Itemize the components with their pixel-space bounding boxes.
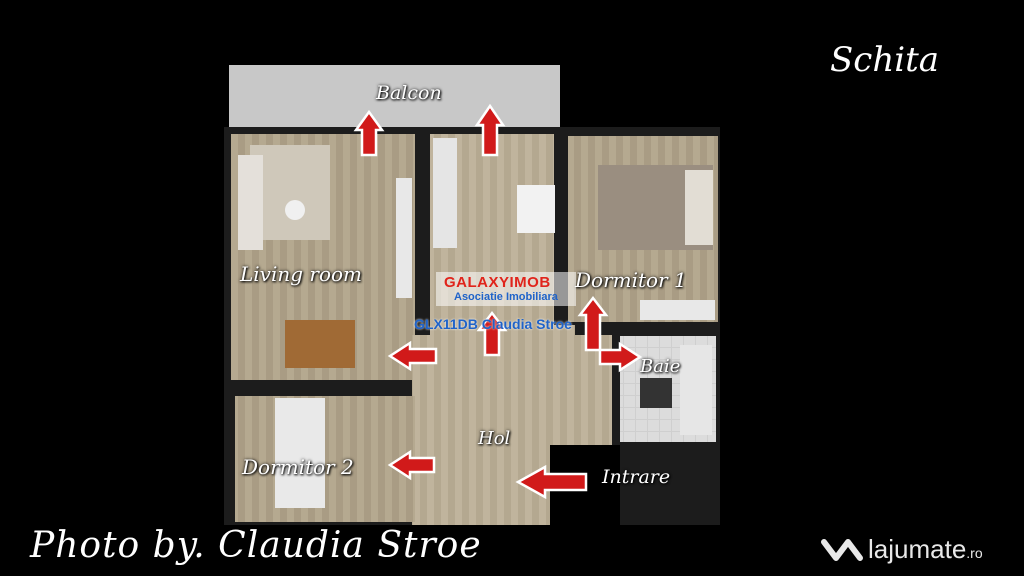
lajumate-suffix: .ro — [966, 545, 983, 561]
agent-watermark: GLX11DB Claudia Stroe — [414, 316, 572, 332]
living-cabinet — [396, 178, 412, 298]
room-label-intrare: Intrare — [602, 466, 671, 488]
lajumate-heart-icon — [821, 539, 863, 561]
arrows-group — [353, 103, 643, 500]
arrow-up-kitchen — [476, 310, 508, 357]
room-label-balcon: Balcon — [376, 82, 442, 104]
sketch-title: Schita — [830, 40, 940, 80]
brand-part1: GALAXY — [444, 274, 510, 291]
living-sofa — [238, 155, 263, 250]
photo-credit: Photo by. Claudia Stroe — [30, 525, 482, 566]
arrow-up-bedroom1 — [577, 295, 609, 352]
room-label-dormitor2: Dormitor 2 — [242, 455, 354, 479]
lajumate-logo: lajumate .ro — [820, 532, 983, 566]
brand-subtitle: Asociatie Imobiliara — [454, 291, 558, 303]
hall-floor-2 — [430, 325, 575, 345]
living-chair — [285, 200, 305, 220]
arrow-right-baie — [598, 341, 643, 373]
room-label-hol: Hol — [478, 428, 511, 449]
living-room-rug — [250, 145, 330, 240]
room-label-dormitor1: Dormitor 1 — [575, 268, 687, 292]
bathroom-shower — [680, 345, 712, 435]
room-label-baie: Baie — [640, 356, 681, 377]
kitchen-table — [517, 185, 555, 233]
balcony-area — [229, 65, 560, 127]
kitchen-counter — [433, 138, 457, 248]
brand-part2: IMOB — [509, 274, 551, 291]
arrow-left-entrance — [515, 464, 588, 500]
living-table — [285, 320, 355, 368]
galaxyimob-logo-text: GALAXYIMOB — [444, 274, 551, 291]
lajumate-name: lajumate — [868, 533, 967, 564]
bathroom-tv — [640, 378, 672, 408]
bedroom2-bed — [275, 398, 325, 508]
room-label-living: Living room — [240, 262, 363, 286]
bedroom1-pillows — [685, 170, 713, 245]
arrow-left-living — [387, 340, 438, 372]
bedroom1-wardrobe — [640, 300, 715, 320]
arrow-left-bedroom2 — [387, 449, 436, 481]
arrow-up-balcon-right — [474, 103, 506, 157]
galaxyimob-watermark: GALAXYIMOB Asociatie Imobiliara — [436, 272, 576, 306]
arrow-up-balcon-left — [353, 109, 385, 157]
